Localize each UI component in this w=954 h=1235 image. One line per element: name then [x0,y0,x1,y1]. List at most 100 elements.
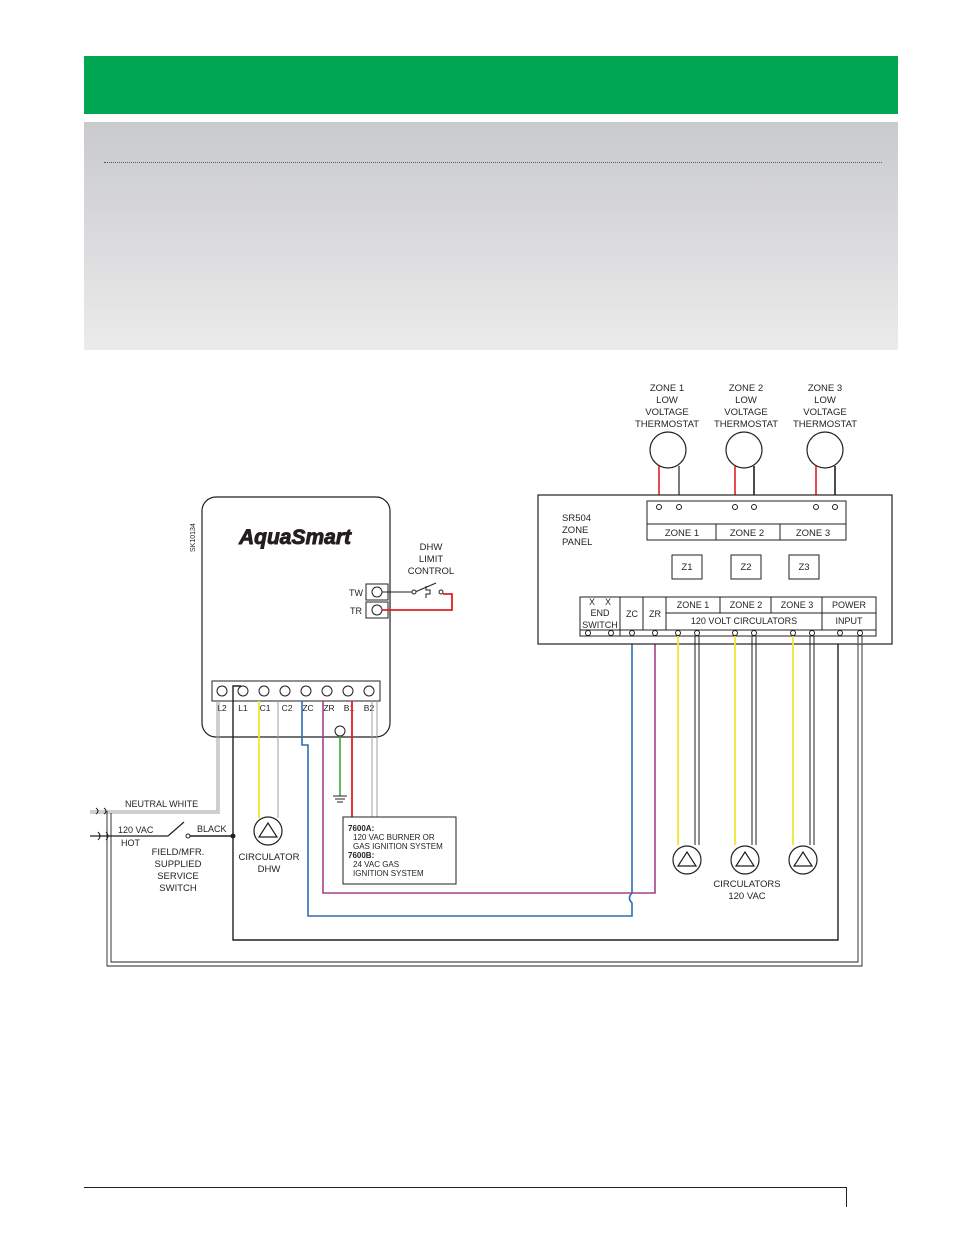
zone-1-circulator-symbol [672,845,702,875]
black-wire-junction [230,833,236,839]
thermostat-2-dial [725,431,763,469]
terminal-screw-l2 [216,685,228,697]
thermostats: ZONE 1 LOW VOLTAGE THERMOSTAT ZONE 2 LOW… [635,383,857,507]
terminal-screw-zc [300,685,312,697]
thermostat-1-line4: THERMOSTAT [635,419,699,430]
dhw-circulator-symbol [253,816,283,846]
hot-vac-label: 120 VAC [118,825,154,835]
terminal-screw-b2 [363,685,375,697]
zone-indicator-2-box [730,554,762,580]
thermostat-terminal-3a [813,504,819,510]
zone-panel-line2: ZONE [562,525,588,536]
zone-indicator-1: Z1 [681,562,692,573]
terminal-label-c1: C1 [260,703,271,713]
zone-bottom-label-3: ZONE 3 [781,600,814,610]
thermostat-zone-3: ZONE 3 LOW VOLTAGE THERMOSTAT [793,383,857,507]
terminal-screw-l1 [237,685,249,697]
bottom-terminal-z3a [790,630,796,636]
zone-indicator-3: Z3 [798,562,809,573]
model-note-title-a: 7600A: [348,824,374,833]
dhw-limit-switch [382,582,437,598]
bottom-terminal-z2b [751,630,757,636]
dhw-circulator-line1: CIRCULATOR [239,852,300,863]
power-wiring: NEUTRAL WHITE 120 VAC HOT BLACK FIELD/MF… [90,643,863,967]
terminal-labels: L2 L1 C1 C2 ZC ZR B1 B2 [217,703,374,713]
service-switch-line2: SUPPLIED [155,859,202,870]
thermostat-1-line1: ZONE 1 [650,383,684,394]
bottom-terminal-z2a [732,630,738,636]
model-note-desc-b2: IGNITION SYSTEM [353,869,424,878]
thermostat-3-line4: THERMOSTAT [793,419,857,430]
end-switch-switch: SWITCH [582,620,618,630]
terminal-label-l1: L1 [238,703,248,713]
dhw-circulator-line2: DHW [258,864,281,875]
zone-panel: SR504 ZONE PANEL ZONE 1 ZONE 2 ZONE 3 Z1… [537,494,893,645]
circulators-label: 120 VOLT CIRCULATORS [691,616,797,626]
thermostat-terminal-1b [676,504,682,510]
service-switch-line3: SERVICE [157,871,199,882]
thermostat-1-dial [649,431,687,469]
bottom-terminal-z1b [694,630,700,636]
service-switch-line4: SWITCH [159,883,197,894]
power-input-wire [857,636,863,643]
end-switch-end: END [590,608,610,618]
tr-red-wire [382,593,453,611]
dhw-limit-contact-right [438,589,444,595]
model-note-box [342,816,457,885]
thermostat-zone-1: ZONE 1 LOW VOLTAGE THERMOSTAT [635,383,699,507]
service-switch-contact [185,833,191,839]
bottom-terminal-zc [629,630,635,636]
part-number-label: SK10134 [190,523,197,552]
dhw-limit-control: DHW LIMIT CONTROL [382,542,454,611]
bottom-terminal-z1a [675,630,681,636]
ground-icon [333,795,347,803]
header-bar [84,56,898,114]
zone-3-black-wire [809,636,815,845]
terminal-label-c2: C2 [282,703,293,713]
bottom-terminal-pwr-a [837,630,843,636]
zone-circulators: CIRCULATORS 120 VAC [672,636,818,902]
zone-2-circulator-symbol [730,845,760,875]
zone-3-circulator-symbol [788,845,818,875]
terminal-screw-b1 [342,685,354,697]
neutral-loop-wire [106,643,863,967]
aquasmart-housing [201,496,391,738]
bottom-terminal-pwr-b [857,630,863,636]
zone-bottom-label-1: ZONE 1 [677,600,710,610]
thermostat-3-dial [806,431,844,469]
zone-panel-line1: SR504 [562,513,591,524]
terminal-screws [216,685,375,697]
bottom-terminal-1 [585,630,591,636]
bottom-terminal-2 [608,630,614,636]
terminal-label-b2: B2 [364,703,375,713]
zc-label: ZC [626,609,638,619]
zc-blue-wire [301,636,633,917]
thermostat-terminal-2b [751,504,757,510]
thermostat-2-line4: THERMOSTAT [714,419,778,430]
dhw-circulator: CIRCULATOR DHW [239,701,300,875]
dhw-limit-line2: LIMIT [419,554,443,565]
input-label: INPUT [836,616,864,626]
info-divider [104,162,882,163]
tr-terminal-screw [371,604,383,616]
thermostat-terminals [656,504,838,510]
thermostat-3-line2: LOW [814,395,836,406]
terminal-screw-c2 [279,685,291,697]
end-switch-x-marks: X X [589,597,611,607]
terminal-screw-zr [321,685,333,697]
terminal-label-l2: L2 [217,703,227,713]
service-switch-line1: FIELD/MFR. [152,847,205,858]
thermostat-terminal-1a [656,504,662,510]
power-label: POWER [832,600,867,610]
terminal-label-zr: ZR [323,703,334,713]
thermostat-zone-2: ZONE 2 LOW VOLTAGE THERMOSTAT [714,383,778,507]
black-wire [190,643,839,941]
terminal-label-zc: ZC [302,703,313,713]
terminal-screw-c1 [258,685,270,697]
zone-circulators-line1: CIRCULATORS [713,879,780,890]
aquasmart-logo: AquaSmart [238,526,352,549]
ground-screw [334,725,346,737]
thermostat-terminal-3b [832,504,838,510]
service-switch-blade [167,821,185,837]
dhw-limit-contact-left [411,589,417,595]
